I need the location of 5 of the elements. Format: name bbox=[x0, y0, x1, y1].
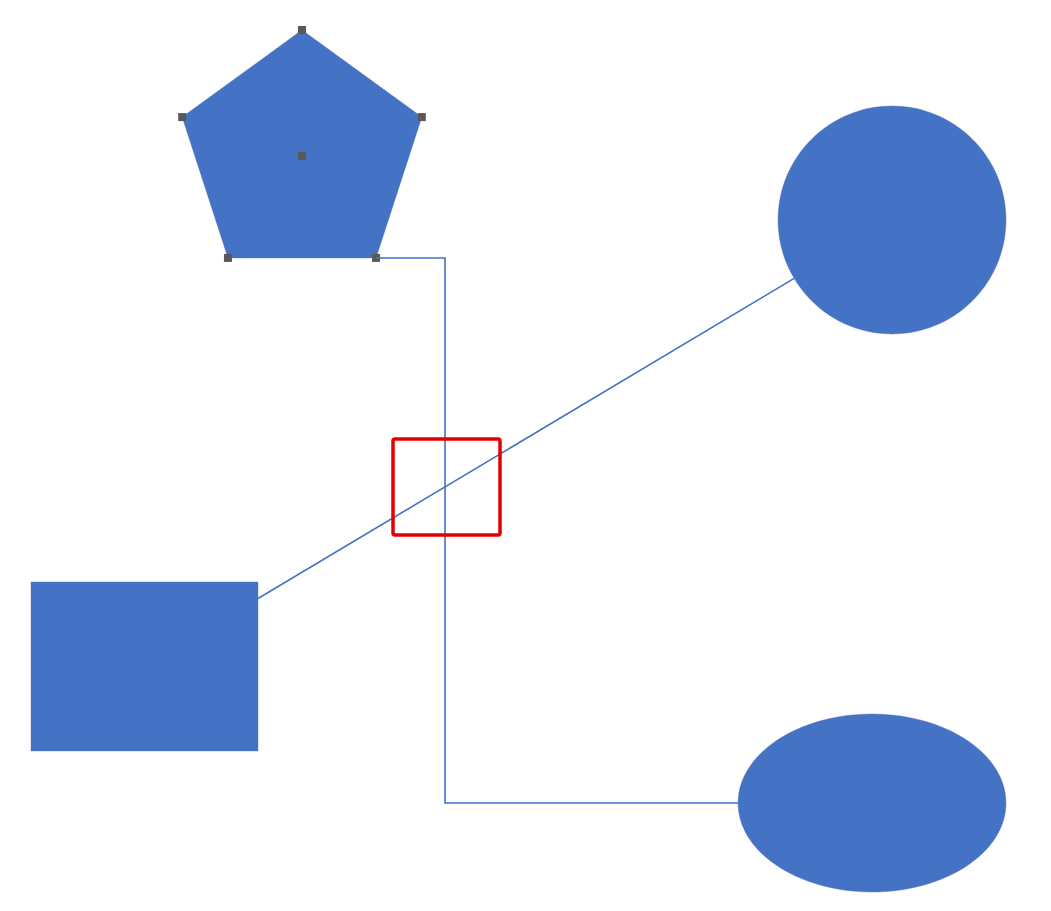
ellipse-shape bbox=[737, 713, 1007, 893]
box bbox=[30, 581, 259, 752]
connector bbox=[257, 277, 795, 600]
circle-shape bbox=[777, 105, 1007, 335]
connector bbox=[375, 257, 739, 804]
